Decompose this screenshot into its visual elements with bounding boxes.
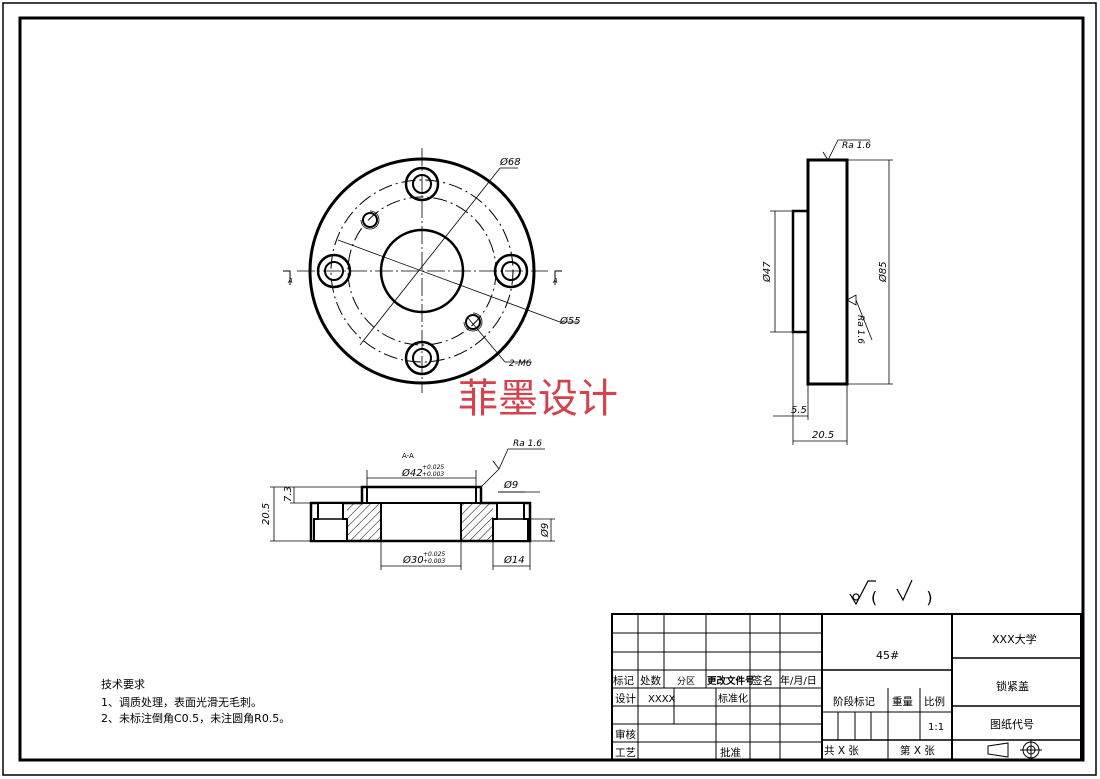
dim-d30: Ø30 — [402, 554, 424, 566]
counterbore-hole-right — [493, 253, 529, 289]
roughness-symbol-right — [846, 294, 873, 341]
d68-leader — [359, 167, 501, 346]
dim-d9-top: Ø9 — [503, 479, 518, 491]
tb-design: 设计 — [615, 692, 636, 705]
dim-d42: Ø42 — [401, 467, 423, 479]
tb-zone: 分区 — [677, 676, 695, 687]
section-label-left: A — [287, 277, 293, 285]
tech-title: 技术要求 — [101, 678, 145, 691]
watermark: 菲墨设计 — [458, 376, 618, 422]
tb-approve: 批准 — [720, 746, 741, 759]
tb-process: 工艺 — [615, 747, 636, 759]
dim-5-5: 5.5 — [791, 405, 807, 416]
title-block-text: 标记 处数 分区 更改文件号 签名 年/月/日 设计 XXXX 标准化 审核 工… — [613, 632, 1037, 759]
section-hole-left — [313, 502, 348, 542]
tb-count: 处数 — [640, 674, 661, 687]
general-roughness-mark — [849, 579, 913, 606]
tb-designer: XXXX — [648, 694, 676, 705]
dim-20-5-section: 20.5 — [261, 503, 272, 525]
hatch-right — [461, 503, 493, 541]
tb-part-name: 锁紧盖 — [996, 679, 1029, 693]
dim-d9-right: Ø9 — [539, 523, 551, 538]
dim-d30-lower-tol: +0.003 — [423, 558, 445, 565]
dim-20-5-side: 20.5 — [812, 430, 834, 441]
title-block — [611, 613, 1082, 761]
section-mark-left — [283, 270, 291, 285]
tb-stage: 阶段标记 — [833, 695, 875, 708]
tb-scale-value: 1:1 — [928, 722, 944, 733]
roughness-label-right: Ra 1.6 — [855, 315, 865, 344]
tb-change-doc: 更改文件号 — [707, 675, 755, 687]
tb-standard: 标准化 — [718, 692, 748, 705]
roughness-symbol-top — [822, 139, 870, 161]
section-mark-right — [554, 270, 562, 285]
tb-total-sheets: 共 X 张 — [824, 745, 859, 757]
roughness-symbol-section — [492, 448, 545, 470]
inner-border — [18, 16, 1085, 762]
thread-hole-lower — [463, 312, 483, 332]
roughness-label-section: Ra 1.6 — [513, 439, 542, 449]
dim-d55: Ø55 — [559, 315, 581, 327]
tb-school: XXX大学 — [992, 632, 1037, 646]
section-hole-right — [492, 502, 529, 542]
tech-requirements: 技术要求 1、调质处理，表面光滑无毛刺。 2、未标注倒角C0.5，未注圆角R0.… — [101, 678, 290, 725]
front-view-text: Ø68 Ø55 2-M6 A A — [287, 156, 581, 369]
projection-symbol — [987, 740, 1042, 760]
dim-d30-upper-tol: +0.025 — [423, 551, 445, 558]
tb-sheet-no: 第 X 张 — [900, 744, 935, 757]
thread-hole-upper — [360, 210, 380, 230]
side-boss — [791, 209, 810, 334]
tb-review: 审核 — [615, 728, 636, 741]
tb-date: 年/月/日 — [780, 674, 817, 687]
dim-d42-upper-tol: +0.025 — [422, 464, 444, 471]
d55-leader — [337, 239, 561, 323]
tb-mark: 标记 — [613, 675, 634, 687]
tech-item-2: 2、未标注倒角C0.5，未注圆角R0.5。 — [101, 711, 290, 725]
dim-d42-lower-tol: +0.003 — [422, 471, 444, 478]
tb-scale-label: 比例 — [924, 695, 945, 708]
front-view — [283, 148, 578, 393]
section-view — [270, 448, 555, 570]
tb-material: 45# — [876, 649, 899, 662]
tb-weight: 重量 — [892, 695, 913, 708]
dim-7-3: 7.3 — [283, 486, 294, 502]
counterbore-hole-left — [316, 253, 352, 289]
side-flange-body — [806, 158, 849, 386]
section-label-right: A — [552, 277, 558, 285]
tb-drawing-code: 图纸代号 — [990, 718, 1034, 731]
thread-label: 2-M6 — [509, 359, 532, 369]
hatch-left — [347, 503, 381, 541]
section-title: A-A — [402, 452, 414, 460]
dim-d14: Ø14 — [503, 554, 525, 566]
section-view-text: A-A Ra 1.6 Ø42 +0.025 +0.003 Ø30 +0.025 … — [261, 439, 551, 566]
counterbore-hole-bottom — [404, 340, 440, 376]
counterbore-hole-top — [404, 166, 440, 202]
dim-d68: Ø68 — [499, 156, 521, 168]
tech-item-1: 1、调质处理，表面光滑无毛刺。 — [101, 695, 262, 709]
dim-d47: Ø47 — [761, 261, 773, 283]
side-view — [770, 139, 893, 445]
dim-d85: Ø85 — [877, 261, 889, 283]
thread-leader — [467, 317, 506, 363]
general-roughness-parens: ( ) — [871, 588, 955, 607]
roughness-label-top: Ra 1.6 — [842, 141, 871, 151]
side-view-text: Ra 1.6 Ra 1.6 Ø47 Ø85 5.5 20.5 — [761, 141, 889, 441]
tb-sign: 签名 — [752, 674, 773, 687]
